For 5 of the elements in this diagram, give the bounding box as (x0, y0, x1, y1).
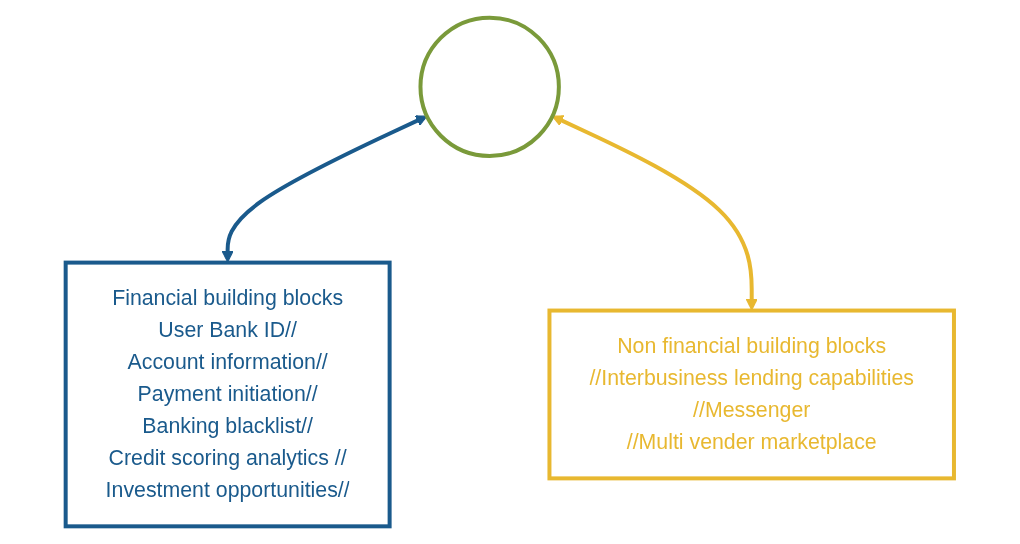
node-box: Non financial building blocks //Interbusiness lending capabilities //Messenger //Multi vender marketplace (547, 308, 957, 481)
node-box: Financial building blocks User Bank ID// Account information// Payment initiation// Banking blacklist// Credit scoring analytics // Investment opportunities// (63, 260, 392, 529)
arrow (221, 115, 428, 263)
arrow (552, 115, 758, 311)
node-circle (418, 15, 562, 159)
